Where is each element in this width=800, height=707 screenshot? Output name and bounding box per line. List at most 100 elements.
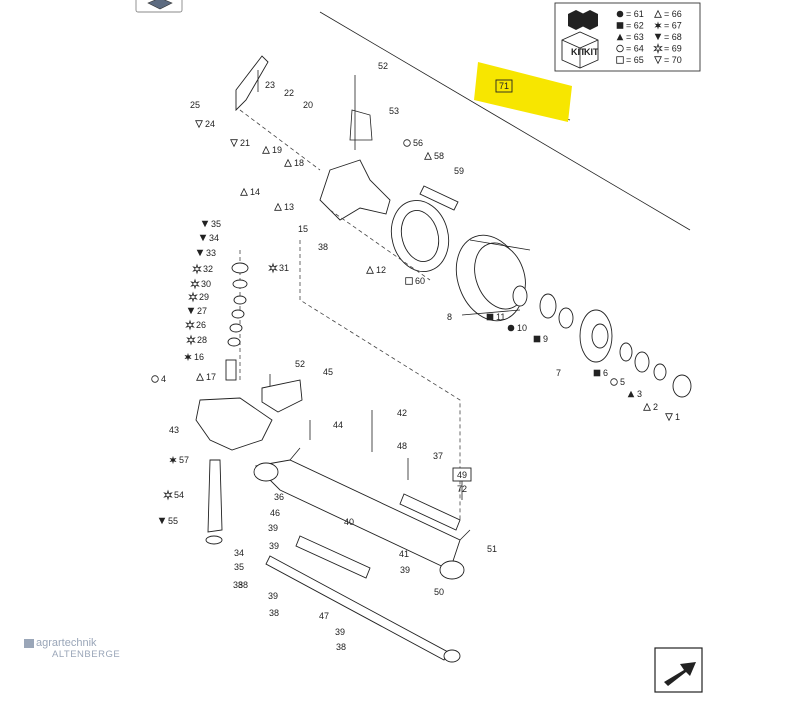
part-label-12: 12 (366, 265, 386, 275)
part-number: 32 (203, 264, 213, 274)
part-number: 44 (333, 420, 343, 430)
part-number: 41 (399, 549, 409, 559)
part-label-5: 5 (610, 377, 625, 387)
part-number: 57 (179, 455, 189, 465)
part-number: 27 (197, 306, 207, 316)
part-number: 51 (487, 544, 497, 554)
part-number: 39 (335, 627, 345, 637)
part-number: 14 (250, 187, 260, 197)
part-label-15: 15 (298, 224, 308, 234)
triangle-down-filled-icon (158, 517, 166, 525)
watermark-line1: agrartechnik (24, 638, 120, 649)
part-label-31: 31 (268, 262, 289, 274)
part-label-33: 33 (196, 248, 216, 258)
reference-highlight: 71 (474, 62, 572, 122)
part-number: 13 (284, 202, 294, 212)
part-label-10: 10 (507, 323, 527, 333)
part-label-4: 4 (151, 374, 166, 384)
part-number: 52 (295, 359, 305, 369)
part-label-23: 23 (265, 80, 275, 90)
part-number: 39 (268, 523, 278, 533)
part-number: 11 (496, 312, 505, 322)
part-label-56: 56 (403, 138, 423, 148)
part-number: 7 (556, 368, 561, 378)
part-label-39: 39 (269, 541, 279, 551)
part-number: 39 (268, 591, 278, 601)
triangle-down-open-icon (230, 139, 238, 148)
part-number: 58 (434, 151, 444, 161)
kit-legend-entry: = 62 (616, 21, 644, 31)
part-label-35: 35 (201, 219, 221, 229)
part-label-2: 2 (643, 402, 658, 412)
triangle-open-icon (196, 372, 204, 381)
part-label-42: 42 (397, 408, 407, 418)
part-number: 29 (199, 292, 209, 302)
star-open-icon (192, 263, 202, 275)
part-number: 16 (194, 352, 204, 362)
part-label-8: 8 (447, 312, 452, 322)
kit-label-2: KIT (584, 47, 599, 57)
part-label-24: 24 (195, 119, 215, 129)
callout-49-label: 49 (457, 470, 467, 480)
part-number: 43 (169, 425, 179, 435)
part-number: 30 (201, 279, 211, 289)
kit-legend-entry-text: = 69 (664, 44, 682, 54)
part-number: 23 (265, 80, 275, 90)
part-number: 8 (447, 312, 452, 322)
part-number: 17 (206, 372, 216, 382)
part-number: 46 (270, 508, 280, 518)
part-number: 9 (543, 334, 548, 344)
part-label-48: 48 (397, 441, 407, 451)
part-number: 2 (653, 402, 658, 412)
part-label-26: 26 (185, 319, 206, 331)
circle-open-icon (403, 139, 411, 147)
part-label-38: 38 (336, 642, 346, 652)
triangle-filled-icon (616, 33, 624, 41)
book-icon[interactable] (135, 0, 183, 13)
part-label-18: 18 (284, 158, 304, 168)
kit-legend-entry: = 67 (654, 21, 682, 31)
star-open-icon (163, 489, 173, 501)
kit-legend-entry-text: = 61 (626, 9, 644, 19)
part-label-39: 39 (268, 591, 278, 601)
part-number: 60 (415, 276, 425, 286)
part-label-32: 32 (192, 263, 213, 275)
triangle-down-open-icon (665, 413, 673, 422)
part-number: 5 (620, 377, 625, 387)
watermark-logo-icon (24, 638, 34, 648)
part-label-51: 51 (487, 544, 497, 554)
part-label-58: 58 (424, 151, 444, 161)
star-open-icon (186, 334, 196, 346)
part-label-45: 45 (323, 367, 333, 377)
highlight-band (474, 62, 572, 122)
triangle-down-open-icon (195, 120, 203, 129)
part-label-14: 14 (240, 187, 260, 197)
kit-legend-entry-text: = 66 (664, 9, 682, 19)
part-label-9: 9 (533, 334, 548, 344)
triangle-open-icon (240, 187, 248, 196)
exit-arrow-icon[interactable] (654, 647, 703, 693)
part-number: 59 (454, 166, 464, 176)
square-filled-icon (616, 22, 624, 29)
part-number: 22 (284, 88, 294, 98)
part-label-57: 57 (169, 455, 189, 465)
triangle-open-icon (424, 151, 432, 160)
part-label-54: 54 (163, 489, 184, 501)
part-label-34: 34 (234, 548, 244, 558)
triangle-open-icon (654, 9, 662, 18)
triangle-open-icon (366, 265, 374, 274)
star-filled-icon (184, 352, 192, 362)
part-number: 38 (336, 642, 346, 652)
part-label-55: 55 (158, 516, 178, 526)
part-number: 18 (294, 158, 304, 168)
kit-legend-entry: = 63 (616, 32, 644, 42)
part-number: 3 (637, 389, 642, 399)
part-number: 38 (233, 580, 243, 590)
part-label-39: 39 (335, 627, 345, 637)
square-filled-icon (486, 313, 494, 321)
part-label-6: 6 (593, 368, 608, 378)
star-open-icon (653, 42, 663, 55)
part-number: 1 (675, 412, 680, 422)
part-label-38: 38 (238, 580, 248, 590)
